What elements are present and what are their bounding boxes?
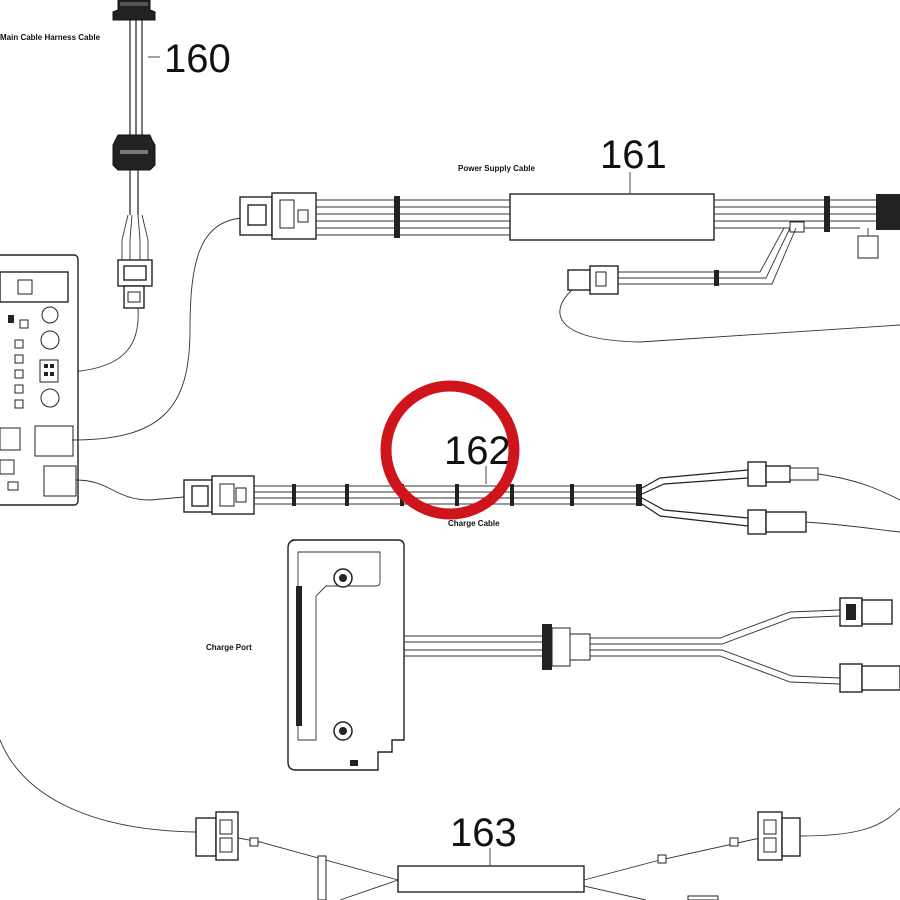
label-main-cable: Main Cable Harness Cable [0, 33, 101, 42]
wire-160-to-board [69, 307, 139, 373]
wire-left-to-163 [0, 739, 197, 833]
label-charge-port: Charge Port [206, 643, 252, 652]
part-160-cable[interactable]: 160 Main Cable Harness Cable [0, 0, 231, 309]
callout-161[interactable]: 161 [600, 133, 667, 177]
connector-161-left [239, 192, 317, 240]
connector-162-right-top [747, 461, 819, 487]
wire-161-branch [559, 289, 900, 343]
charge-port-cable [404, 597, 900, 693]
wire-163-right-out [799, 807, 900, 837]
wire-board-to-162 [75, 479, 185, 501]
grommet-middle [112, 134, 156, 171]
label-charge-cable: Charge Cable [448, 519, 500, 528]
connector-161-branch [567, 265, 619, 295]
connector-162-left [183, 475, 255, 515]
label-power-supply-cable: Power Supply Cable [458, 164, 535, 173]
highlight-circle [380, 380, 520, 520]
callout-162[interactable]: 162 [444, 429, 511, 473]
wire-162-bottom-out [805, 521, 900, 533]
control-board[interactable] [0, 254, 79, 506]
connector-163-right [757, 811, 801, 861]
charge-port[interactable]: Charge Port [206, 539, 405, 771]
sleeve-161 [509, 193, 715, 241]
callout-163[interactable]: 163 [450, 811, 517, 855]
part-161-cable[interactable]: 161 Power Supply Cable [239, 133, 900, 343]
part-163-cable[interactable]: 163 [195, 807, 900, 900]
connector-162-right-bottom [747, 509, 807, 535]
connector-160 [117, 259, 153, 309]
wire-board-to-161 [71, 217, 243, 441]
sleeve-163 [397, 865, 585, 893]
connector-163-left [195, 811, 239, 861]
callout-160[interactable]: 160 [164, 37, 231, 81]
part-162-cable[interactable]: 162 Charge Cable [183, 429, 900, 535]
wire-162-top-out [817, 473, 900, 501]
grommet-top [112, 0, 156, 21]
